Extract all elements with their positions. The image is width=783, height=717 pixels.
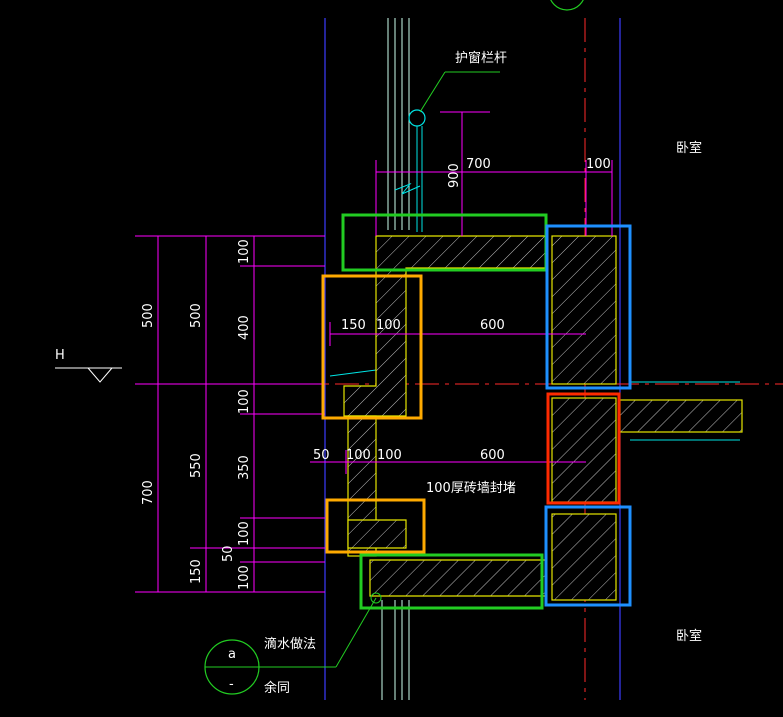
bedroom-label-bottom: 卧室 [676,628,702,644]
dimension-lines [135,111,613,593]
dim-inner-100a: 100 [237,239,252,264]
railing-symbol [394,71,500,232]
axis-lines [135,18,783,700]
drip-method-label: 滴水做法 [264,636,316,652]
green-box-bottom [359,553,544,610]
dim-mid-550: 550 [189,453,204,478]
dim-900: 900 [447,163,462,188]
top-dimensions: 900 700 100 [447,157,611,188]
same-as-label: 余同 [264,680,290,696]
partition-lines [630,381,740,441]
highlight-boxes [321,213,632,610]
dim-inner-50: 50 [221,545,236,562]
dim-row1-600: 600 [480,318,505,333]
left-dimensions: 500 700 500 550 150 100 400 100 350 100 … [141,239,252,590]
blue-box-bottom [544,505,632,607]
dim-row2-100a: 100 [346,448,371,463]
detail-sheet: - [229,677,234,692]
dim-inner-400: 400 [237,315,252,340]
dim-row2-600: 600 [480,448,505,463]
dim-row2-100b: 100 [377,448,402,463]
row1-dimensions: 150 100 600 [341,318,505,333]
dim-row1-150: 150 [341,318,366,333]
blue-box-top [545,224,632,390]
dim-700: 700 [466,157,491,172]
level-marker: H [55,348,122,383]
orange-box-bottom [325,498,426,554]
dim-inner-350: 350 [237,455,252,480]
dim-inner-100b: 100 [237,389,252,414]
orange-box-top [321,274,423,420]
dim-row2-50: 50 [313,448,330,463]
wall-sections [343,235,743,601]
railing-label: 护窗栏杆 [455,50,507,66]
dim-mid-500: 500 [189,303,204,328]
dim-mid-150: 150 [189,559,204,584]
level-mark-text: H [55,348,65,363]
dim-inner-100c: 100 [237,521,252,546]
dim-inner-100d: 100 [237,565,252,590]
seal-wall-label: 100厚砖墙封堵 [426,481,516,496]
top-grid-bubble [550,0,584,11]
dim-row1-100: 100 [376,318,401,333]
row2-dimensions: 50 100 100 600 [313,448,505,463]
detail-callout: a - 滴水做法 余同 [204,592,382,696]
dim-outer-700: 700 [141,480,156,505]
bedroom-label-top: 卧室 [676,140,702,156]
annotations: 护窗栏杆 卧室 卧室 100厚砖墙封堵 [426,50,702,644]
dim-100-top: 100 [586,157,611,172]
detail-number: a [228,647,236,662]
red-box [546,392,621,505]
dim-outer-500: 500 [141,303,156,328]
